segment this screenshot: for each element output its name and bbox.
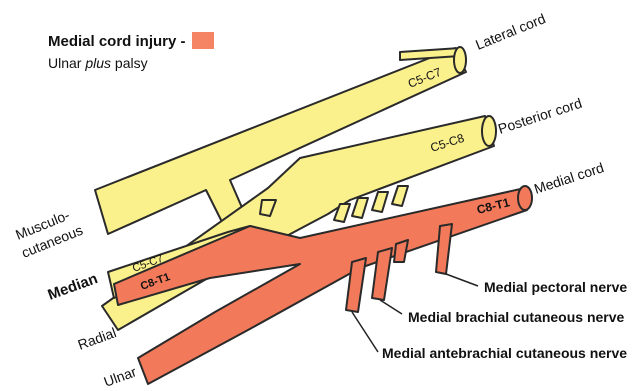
leader-medial-brachial	[380, 300, 402, 314]
medial-cord-end	[518, 186, 532, 210]
posterior-cord-end	[482, 116, 496, 146]
posterior-branch-3	[352, 198, 368, 218]
leader-medial-pectoral	[446, 274, 478, 286]
leader-medial-antebrachial	[352, 312, 378, 352]
median-label: Median	[46, 270, 100, 304]
posterior-cord-label: Posterior cord	[496, 95, 584, 137]
medial-antebrachial-cutaneous-label: Medial antebrachial cutaneous nerve	[382, 345, 627, 361]
radial-label: Radial	[76, 324, 119, 353]
lateral-cord-label: Lateral cord	[473, 10, 548, 53]
medial-brachial-cutaneous-label: Medial brachial cutaneous nerve	[408, 309, 625, 325]
ulnar-label: Ulnar	[102, 363, 139, 390]
medial-cord-label: Medial cord	[532, 159, 606, 197]
posterior-branch-4	[372, 192, 388, 212]
posterior-branch-5	[392, 186, 408, 206]
medial-branch-small	[394, 240, 408, 262]
lateral-cord-end	[454, 47, 466, 73]
medial-pectoral-label: Medial pectoral nerve	[484, 279, 627, 295]
